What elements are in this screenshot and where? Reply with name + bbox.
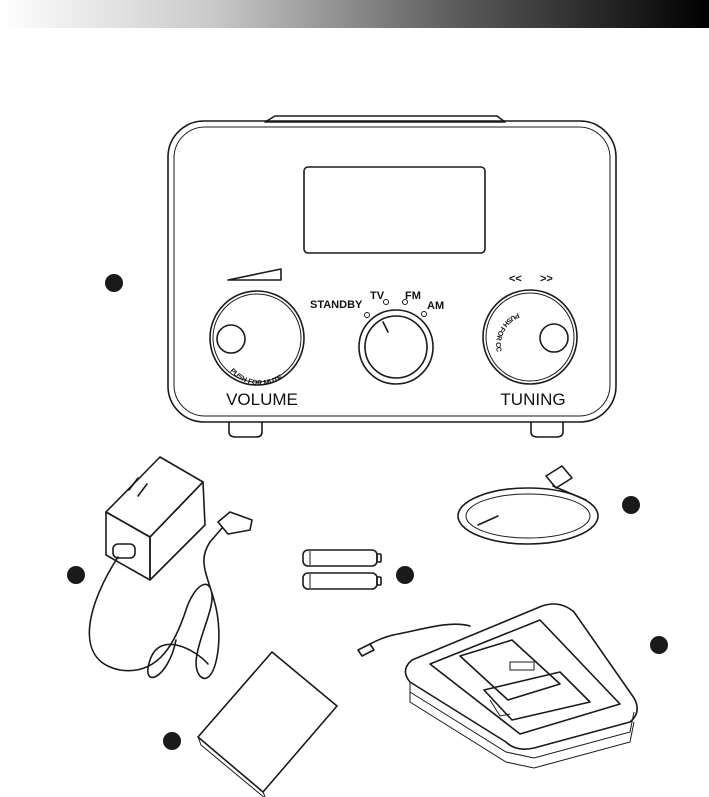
fm-label: FM [405,290,421,302]
adapter-strain-relief [113,544,135,558]
volume-knob-ring [213,294,301,382]
adapter-prong-2 [138,484,147,496]
mode-selector-inner [365,316,427,378]
tuning-label: TUNING [500,390,565,409]
loop-rim-1 [410,682,634,758]
am-label: AM [427,300,444,312]
fm-wire-antenna [458,466,598,544]
standby-label: STANDBY [310,299,363,311]
battery-2-terminal [377,577,381,585]
antenna-lead [553,486,586,500]
adapter-prong-1 [129,478,138,490]
radio-foot-right [531,422,563,437]
antenna-wire-end [478,516,498,525]
adapter-side [150,482,205,580]
ac-adapter [89,457,252,678]
antenna-connector [546,466,572,488]
mode-selector-knob[interactable] [359,310,433,384]
display-screen [304,167,485,253]
loop-cable [370,624,470,644]
volume-knob-button[interactable] [217,325,245,353]
volume-ramp-icon [228,269,281,280]
radio-body-inner [174,127,610,416]
mode-selector-pointer [383,322,388,332]
adapter-cable [89,528,222,678]
radio-unit: PUSH FOR MUTE VOLUME STANDBY TV FM AM <<… [168,116,616,437]
am-loop-antenna [358,604,637,768]
callout-marker-adapter [67,566,85,584]
tune-down-label: << [509,273,522,285]
callout-marker-am-antenna [650,636,668,654]
tune-up-label: >> [540,273,553,285]
manual-sheet [198,652,337,792]
callout-marker-radio [105,274,123,292]
led-am [422,312,427,317]
battery-1 [303,550,377,566]
tuning-knob-button[interactable] [540,324,568,352]
volume-label: VOLUME [226,390,298,409]
radio-foot-left [229,422,262,437]
push-for-mute-label: PUSH FOR MUTE [228,368,284,388]
antenna-coil-inner [466,494,590,538]
battery-2 [303,573,377,589]
loop-stand-slot [510,662,534,670]
battery-1-terminal [377,554,381,562]
callout-marker-fm-antenna [622,496,640,514]
loop-stand-front [484,672,590,720]
callout-marker-manual [163,732,181,750]
adapter-dc-plug [218,512,252,534]
led-tv [384,300,389,305]
led-standby [365,313,370,318]
tv-label: TV [370,290,385,302]
loop-plug [358,644,374,656]
callout-markers [67,274,668,750]
instruction-manual [198,652,337,797]
batteries [303,550,381,589]
push-for-cc-label: PUSH FOR CC [494,311,520,352]
callout-marker-batteries [396,566,414,584]
volume-knob-outer[interactable] [210,291,304,385]
adapter-front [106,512,150,580]
